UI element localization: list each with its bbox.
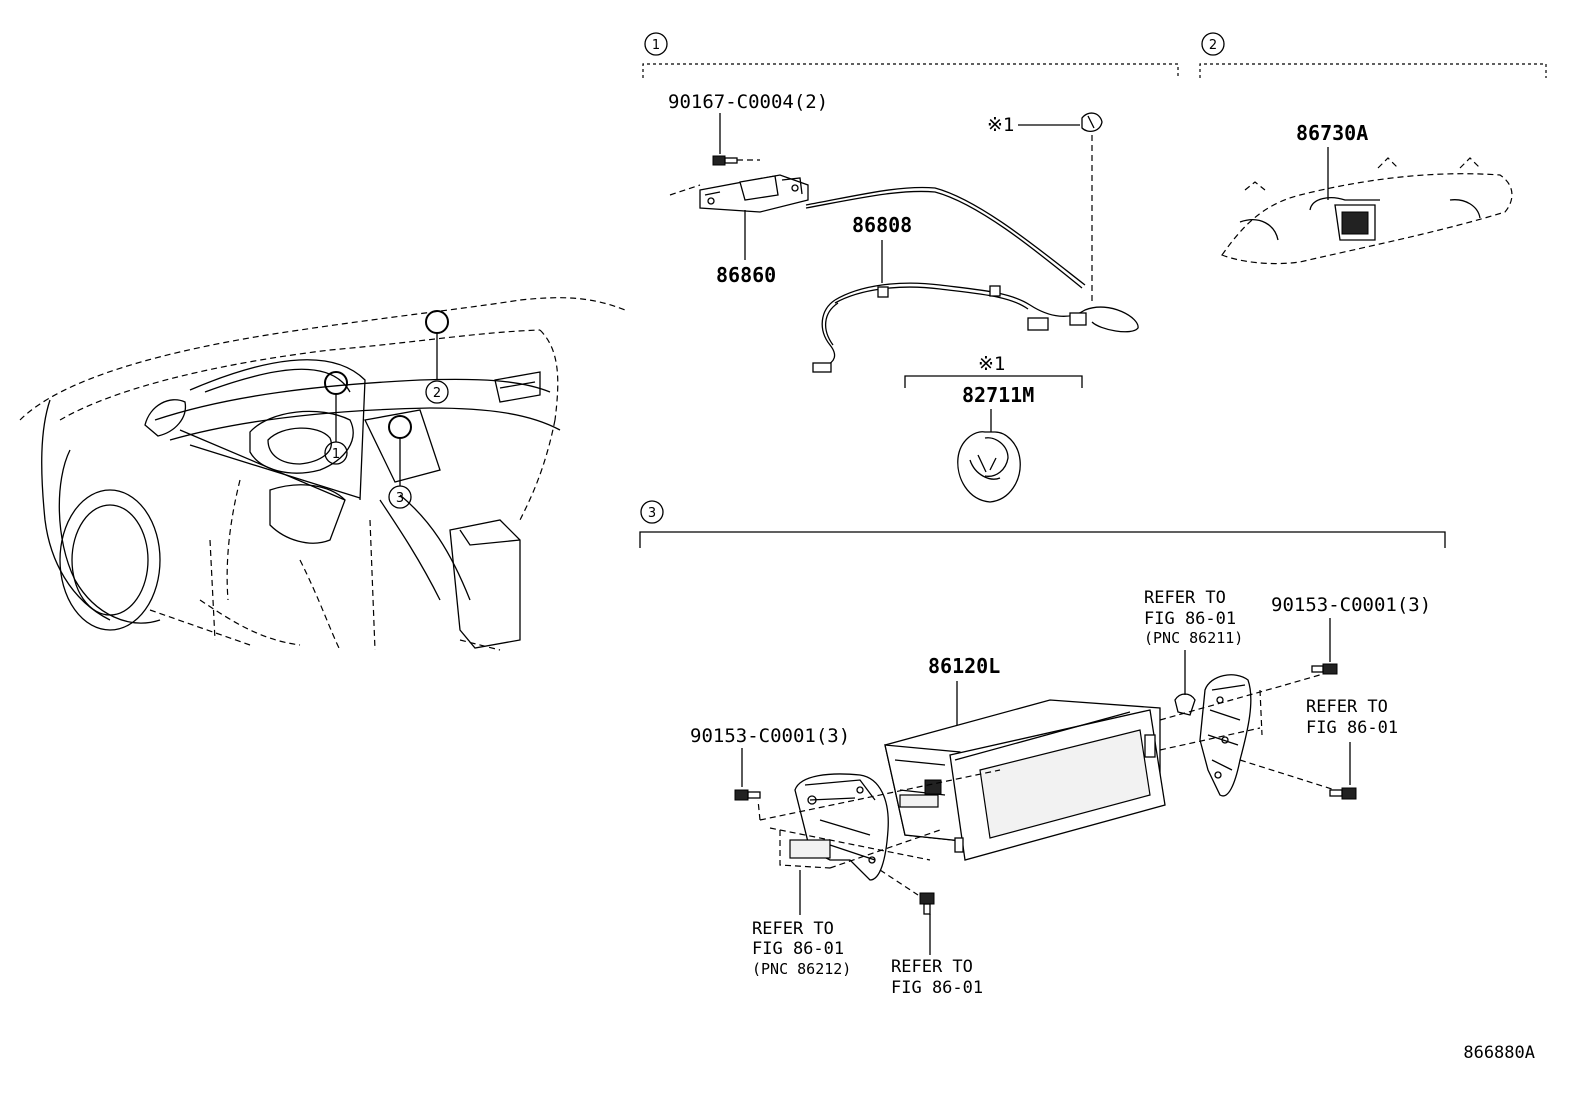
clip-icon [1081, 112, 1103, 133]
screw-icon [712, 155, 738, 166]
ref-left-bottom: REFER TO FIG 86-01 (PNC 86212) [752, 919, 851, 978]
screw-right-bottom-icon [1329, 787, 1357, 800]
label-86860: 86860 [716, 263, 776, 287]
figure-code: 866880A [1463, 1043, 1535, 1063]
label-clip-group-mark: ※1 [978, 353, 1005, 375]
callout-3: 3 [388, 485, 412, 509]
section-3-bracket [639, 531, 1446, 548]
svg-text:FIG 86-01: FIG 86-01 [1306, 718, 1398, 738]
label-90153-C0001-left: 90153-C0001(3) [690, 725, 850, 747]
callout-1: 1 [324, 441, 348, 465]
display-bracket-86730A [1221, 157, 1513, 265]
label-86730A: 86730A [1296, 121, 1368, 145]
ref-right-top: REFER TO FIG 86-01 (PNC 86211) [1144, 588, 1243, 647]
screw-left-icon [734, 789, 761, 801]
svg-text:REFER TO: REFER TO [1144, 588, 1226, 608]
clip-82711M [957, 431, 1021, 503]
clip-group-bracket [904, 375, 1083, 388]
screw-bottom-icon [879, 869, 935, 915]
section-2-bracket [1199, 63, 1547, 78]
svg-text:REFER TO: REFER TO [891, 957, 973, 977]
svg-text:REFER TO: REFER TO [1306, 697, 1388, 717]
svg-text:3: 3 [396, 491, 404, 506]
svg-text:FIG 86-01: FIG 86-01 [752, 939, 844, 959]
svg-text:(PNC 86212): (PNC 86212) [752, 960, 851, 978]
head-unit-86120L [884, 699, 1166, 861]
label-86120L: 86120L [928, 654, 1000, 678]
section-2: 2 86730A [1199, 32, 1547, 265]
bracket-right [1159, 671, 1336, 797]
section-1: 1 90167-C0004(2) 86860 ※1 [642, 32, 1179, 503]
ref-bottom-mid: REFER TO FIG 86-01 [891, 957, 983, 998]
label-86808: 86808 [852, 213, 912, 237]
location-marker-3 [388, 415, 412, 439]
svg-text:2: 2 [433, 386, 441, 401]
section-3: 3 86120L [639, 500, 1446, 998]
bracket-left [757, 769, 1001, 881]
svg-text:FIG 86-01: FIG 86-01 [1144, 609, 1236, 629]
screw-right-top-icon [1311, 663, 1338, 675]
ref-right-mid: REFER TO FIG 86-01 [1306, 697, 1398, 738]
dashboard-overview: 1 2 3 [19, 297, 626, 651]
svg-text:FIG 86-01: FIG 86-01 [891, 978, 983, 998]
label-90153-C0001-right: 90153-C0001(3) [1271, 594, 1431, 616]
location-marker-2 [425, 310, 449, 334]
svg-text:1: 1 [332, 447, 340, 462]
svg-text:REFER TO: REFER TO [752, 919, 834, 939]
svg-text:2: 2 [1209, 38, 1217, 53]
svg-text:1: 1 [652, 38, 660, 53]
wire-86808 [812, 282, 1139, 373]
label-82711M: 82711M [962, 383, 1034, 407]
section-1-marker: 1 [644, 32, 668, 56]
section-3-marker: 3 [640, 500, 664, 524]
section-1-bracket [642, 63, 1179, 78]
label-clip-ref: ※1 [987, 114, 1014, 136]
svg-text:(PNC 86211): (PNC 86211) [1144, 629, 1243, 647]
module-86860 [669, 174, 809, 213]
label-90167-C0004: 90167-C0004(2) [668, 91, 828, 113]
section-2-marker: 2 [1201, 32, 1225, 56]
callout-2: 2 [425, 380, 449, 404]
svg-text:3: 3 [648, 506, 656, 521]
